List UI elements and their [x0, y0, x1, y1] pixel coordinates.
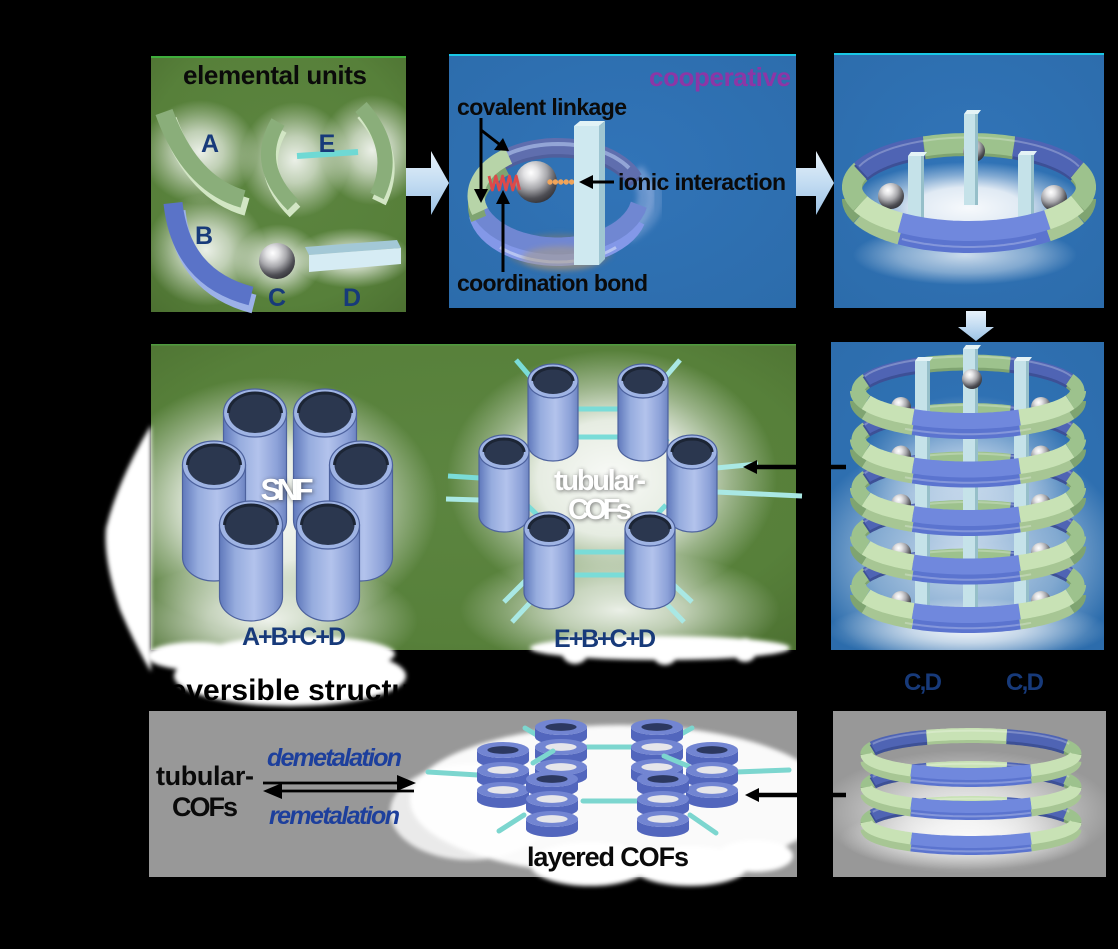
svg-text:COFs: COFs — [172, 792, 238, 822]
svg-text:tubular-: tubular- — [156, 761, 254, 791]
svg-text:ionic interaction: ionic interaction — [618, 169, 786, 195]
svg-text:B: B — [195, 222, 213, 250]
svg-text:tubular-: tubular- — [554, 465, 646, 497]
svg-text:C,D: C,D — [1006, 669, 1044, 696]
svg-text:A+B+C+D: A+B+C+D — [242, 623, 346, 651]
svg-text:remetalation: remetalation — [269, 802, 400, 830]
svg-text:SNF: SNF — [262, 473, 315, 508]
svg-text:elemental units: elemental units — [183, 60, 367, 90]
svg-text:E: E — [319, 130, 336, 158]
svg-text:coordination bond: coordination bond — [457, 270, 648, 296]
svg-text:cooperative: cooperative — [649, 62, 791, 92]
svg-text:C,D: C,D — [904, 669, 942, 696]
svg-text:tubular-: tubular- — [555, 466, 647, 498]
svg-text:demetalation: demetalation — [267, 744, 402, 772]
svg-text:layered COFs: layered COFs — [527, 842, 689, 872]
svg-text:C: C — [268, 284, 286, 312]
svg-text:E+B+C+D: E+B+C+D — [554, 625, 656, 653]
svg-text:COFs: COFs — [568, 494, 632, 526]
svg-text:SNF: SNF — [261, 472, 314, 507]
svg-text:D: D — [343, 284, 361, 312]
svg-text:A: A — [201, 130, 219, 158]
svg-text:covalent linkage: covalent linkage — [457, 94, 627, 120]
svg-text:reversible structural transfor: reversible structural transformation — [158, 674, 667, 707]
svg-text:COFs: COFs — [569, 495, 633, 527]
